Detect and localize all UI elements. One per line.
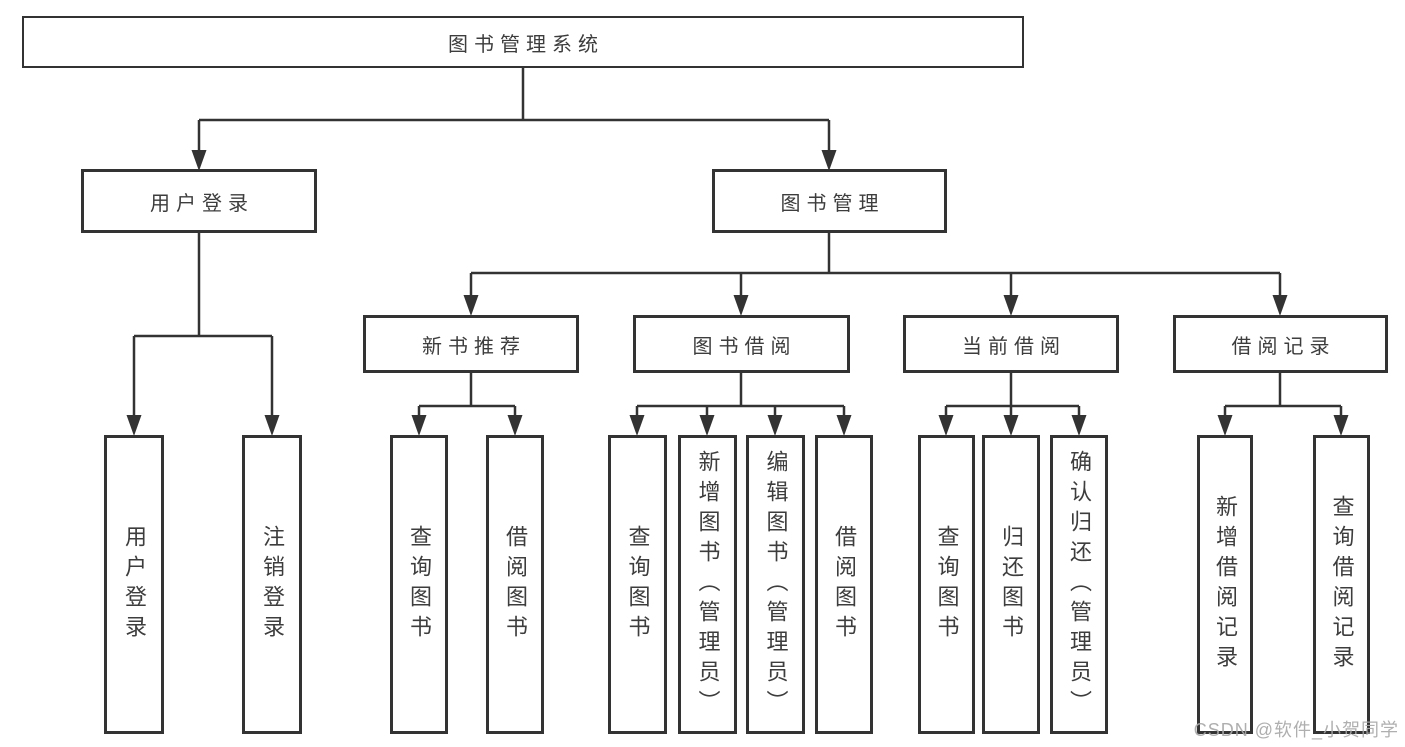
leaf-add-books-admin: 新增图书（管理员）: [678, 435, 737, 734]
leaf-confirm-return-admin: 确认归还（管理员）: [1050, 435, 1108, 734]
leaf-query-books-recommend: 查询图书: [390, 435, 448, 734]
leaf-logout: 注销登录: [242, 435, 302, 734]
leaf-label: 查询借阅记录: [1329, 494, 1355, 675]
leaf-return-books: 归还图书: [982, 435, 1040, 734]
arrowheads: [126, 150, 1349, 436]
node-root-label: 图书管理系统: [448, 33, 604, 56]
leaf-label: 借阅图书: [832, 524, 857, 645]
node-new-book-recommend: 新书推荐: [363, 315, 579, 373]
leaf-label: 注销登录: [260, 524, 285, 645]
node-current-borrow: 当前借阅: [903, 315, 1119, 373]
node-label: 当前借阅: [962, 335, 1066, 358]
leaf-user-login: 用户登录: [104, 435, 164, 734]
leaf-edit-books-admin: 编辑图书（管理员）: [746, 435, 805, 734]
leaf-add-borrow-record: 新增借阅记录: [1197, 435, 1253, 734]
node-label: 图书借阅: [692, 335, 797, 358]
leaf-label: 借阅图书: [503, 524, 528, 645]
node-root: 图书管理系统: [22, 16, 1024, 68]
csdn-watermark: CSDN @软件_小贺同学: [1193, 720, 1399, 740]
leaf-query-books-current: 查询图书: [918, 435, 975, 734]
leaf-query-borrow-record: 查询借阅记录: [1313, 435, 1370, 734]
leaf-label: 归还图书: [999, 524, 1024, 645]
leaf-label: 编辑图书（管理员）: [763, 449, 789, 720]
leaf-label: 查询图书: [407, 524, 432, 645]
leaf-borrow-books-recommend: 借阅图书: [486, 435, 544, 734]
leaf-label: 新增图书（管理员）: [695, 449, 721, 720]
node-book-management: 图书管理: [712, 169, 947, 233]
node-book-borrow: 图书借阅: [633, 315, 850, 373]
node-label: 图书管理: [780, 192, 885, 215]
leaf-query-books-borrow: 查询图书: [608, 435, 667, 734]
leaf-borrow-books: 借阅图书: [815, 435, 873, 734]
leaf-label: 查询图书: [625, 524, 651, 645]
leaf-label: 用户登录: [122, 524, 147, 645]
node-label: 用户登录: [150, 192, 254, 215]
leaf-label: 确认归还（管理员）: [1067, 449, 1092, 720]
node-borrow-records: 借阅记录: [1173, 315, 1388, 373]
node-label: 借阅记录: [1231, 335, 1336, 358]
leaf-label: 查询图书: [934, 524, 960, 645]
leaf-label: 新增借阅记录: [1213, 494, 1238, 675]
node-user-login: 用户登录: [81, 169, 317, 233]
node-label: 新书推荐: [422, 335, 526, 358]
